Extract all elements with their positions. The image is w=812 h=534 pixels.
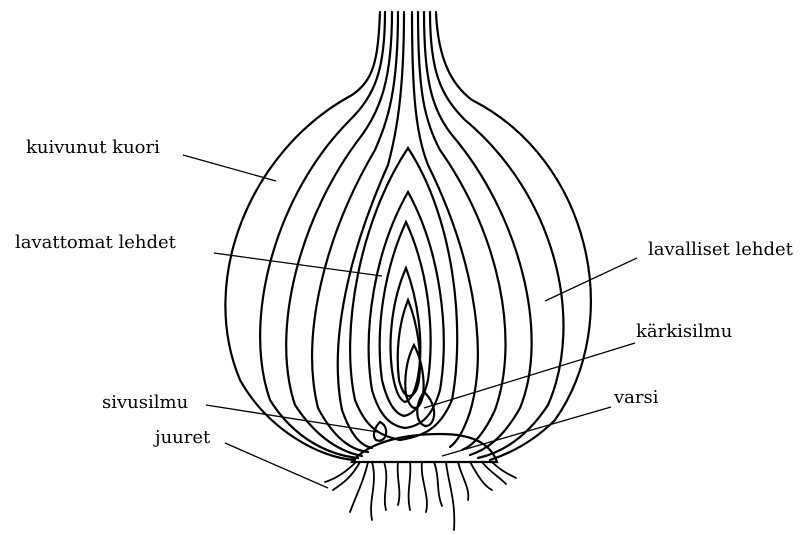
leader-kuivunut-kuori <box>183 155 276 181</box>
label-karkisilmu: kärkisilmu <box>636 322 732 342</box>
outer-dry-skin-right <box>436 12 591 460</box>
label-juuret: juuret <box>155 428 210 448</box>
leaf-left-1 <box>260 12 385 458</box>
label-varsi: varsi <box>614 388 659 408</box>
roots <box>325 462 516 530</box>
label-lavattomat-lehdet: lavattomat lehdet <box>15 233 176 253</box>
outer-dry-skin <box>225 12 380 460</box>
leaf-right-4 <box>412 12 478 447</box>
leader-lavattomat-lehdet <box>214 253 382 276</box>
leader-varsi <box>442 407 611 456</box>
leaf-right-3 <box>418 12 506 450</box>
label-lavalliset-lehdet: lavalliset lehdet <box>648 240 793 260</box>
leaf-right-1 <box>430 12 563 458</box>
leader-juuret <box>225 443 328 488</box>
label-sivusilmu: sivusilmu <box>102 393 188 413</box>
label-kuivunut-kuori: kuivunut kuori <box>26 138 160 158</box>
leaf-left-3 <box>312 12 398 452</box>
